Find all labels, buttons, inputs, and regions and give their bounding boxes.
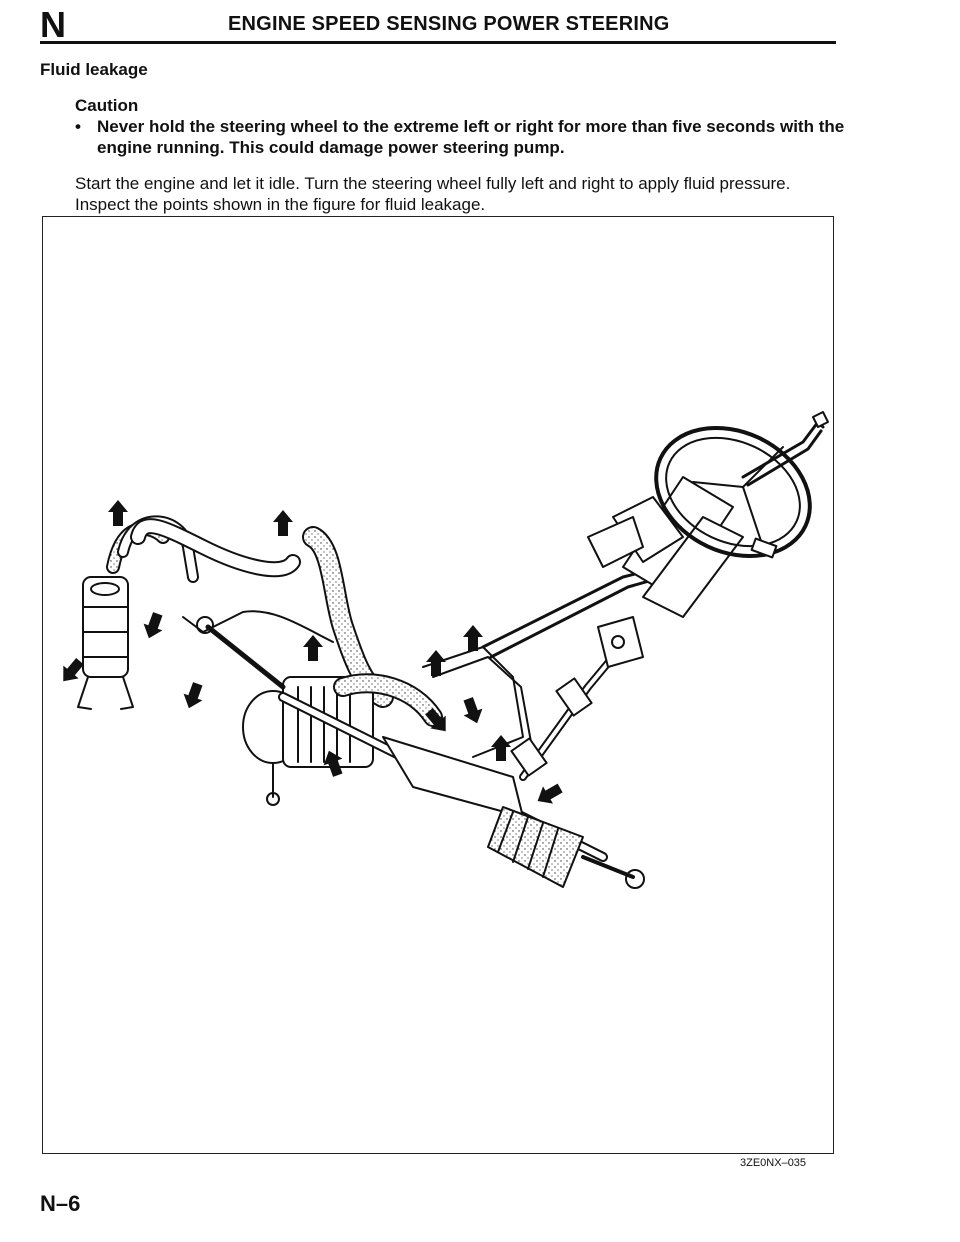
leak-arrow [273, 510, 293, 536]
section-letter: N [40, 4, 66, 45]
steering-wheel [654, 425, 812, 559]
leakage-inspection-figure [42, 216, 834, 1154]
instruction-text: Start the engine and let it idle. Turn t… [75, 174, 791, 214]
leak-arrow [426, 650, 446, 676]
reservoir-tank [77, 576, 134, 710]
caution-text: Never hold the steering wheel to the ext… [97, 117, 845, 157]
leak-arrow [108, 500, 128, 526]
intermediate-shaft [510, 653, 617, 781]
leak-arrow [323, 750, 343, 777]
section-subheading: Fluid leakage [40, 60, 148, 79]
caution-label: Caution [75, 96, 139, 115]
leak-arrows [63, 500, 563, 804]
leak-arrow [63, 658, 84, 682]
page-title: ENGINE SPEED SENSING POWER STEERING [228, 13, 670, 35]
header-rule [40, 41, 836, 44]
page-number: N–6 [40, 1191, 81, 1216]
leak-arrow [303, 635, 323, 661]
leak-arrow [537, 783, 563, 804]
steering-column [587, 476, 744, 618]
leak-arrow [491, 735, 511, 761]
power-steering-pump [242, 676, 374, 806]
caution-item: • Never hold the steering wheel to the e… [75, 116, 845, 158]
bullet-icon: • [75, 117, 81, 136]
leak-arrow [463, 697, 483, 724]
leak-arrow [183, 682, 203, 709]
leak-arrow [463, 625, 483, 651]
leak-arrow [143, 612, 163, 639]
steering-system-illustration [63, 411, 829, 889]
rack-boot [487, 806, 584, 888]
page-header: N ENGINE SPEED SENSING POWER STEERING [40, 4, 840, 45]
leak-arrow [425, 708, 446, 732]
figure-code: 3ZE0NX–035 [740, 1157, 807, 1169]
